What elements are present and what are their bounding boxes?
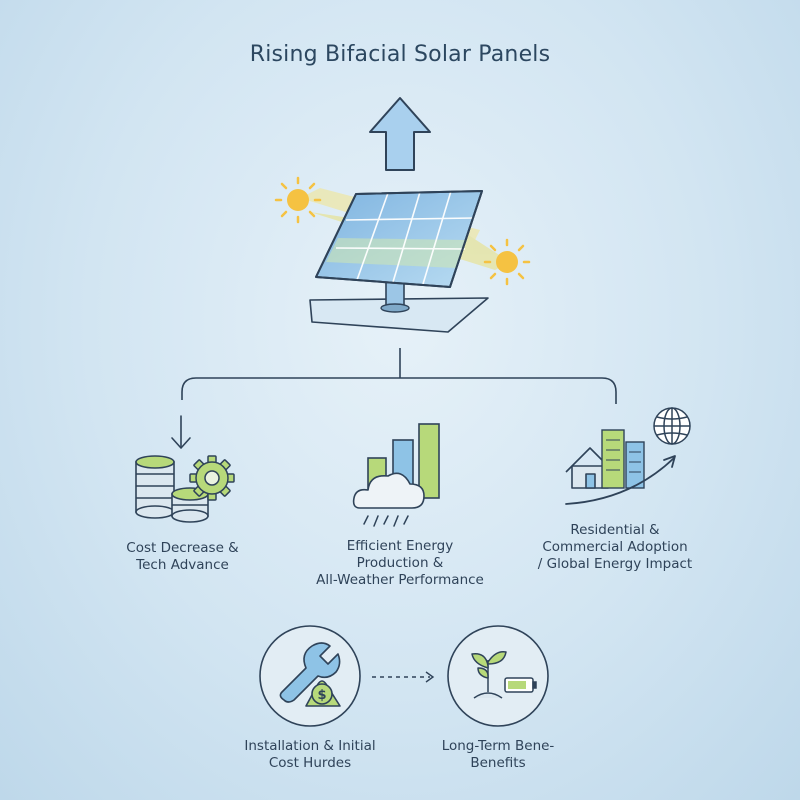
node-label-benefits: Long-Term Bene- Benefits bbox=[428, 738, 568, 772]
sprout-icon bbox=[471, 650, 507, 699]
label-line: Long-Term Bene- bbox=[441, 738, 555, 754]
label-line: Cost Decrease & bbox=[126, 540, 239, 556]
branch-connector bbox=[181, 348, 617, 404]
globe-icon bbox=[653, 407, 691, 445]
node-label-efficiency: Efficient Energy Production & All-Weathe… bbox=[300, 538, 500, 589]
up-arrow-icon bbox=[369, 97, 431, 171]
diagram-title: Rising Bifacial Solar Panels bbox=[249, 42, 551, 67]
cloud-rain-icon bbox=[352, 472, 425, 527]
buildings-icon bbox=[601, 429, 645, 489]
gear-icon bbox=[189, 455, 235, 501]
node-label-cost: Cost Decrease & Tech Advance bbox=[95, 540, 270, 574]
label-line: Production & bbox=[356, 555, 444, 571]
down-arrow-icon bbox=[171, 415, 191, 449]
label-line: / Global Energy Impact bbox=[537, 556, 693, 572]
coin-stack-icon bbox=[135, 455, 209, 523]
benefits-circle bbox=[447, 625, 549, 727]
svg-text:$: $ bbox=[317, 688, 326, 703]
money-bag-icon: $ bbox=[305, 680, 341, 707]
label-line: Commercial Adoption bbox=[542, 539, 688, 555]
wrench-icon bbox=[279, 642, 341, 703]
trend-arrow-icon bbox=[565, 455, 676, 505]
bifacial-solar-panel-icon bbox=[309, 190, 489, 333]
dashed-arrow-connector bbox=[372, 671, 435, 683]
label-line: Cost Hurdes bbox=[268, 755, 352, 771]
label-line: Installation & Initial bbox=[244, 738, 376, 754]
sun-icon bbox=[274, 176, 322, 224]
sun-icon bbox=[483, 238, 531, 286]
node-label-adoption: Residential & Commercial Adoption / Glob… bbox=[525, 522, 705, 573]
battery-icon bbox=[504, 677, 537, 693]
node-label-hurdles: Installation & Initial Cost Hurdes bbox=[225, 738, 395, 772]
label-line: Tech Advance bbox=[136, 557, 229, 573]
label-line: Benefits bbox=[470, 755, 526, 771]
label-line: All-Weather Performance bbox=[316, 572, 484, 588]
label-line: Efficient Energy bbox=[346, 538, 454, 554]
label-line: Residential & bbox=[570, 522, 660, 538]
